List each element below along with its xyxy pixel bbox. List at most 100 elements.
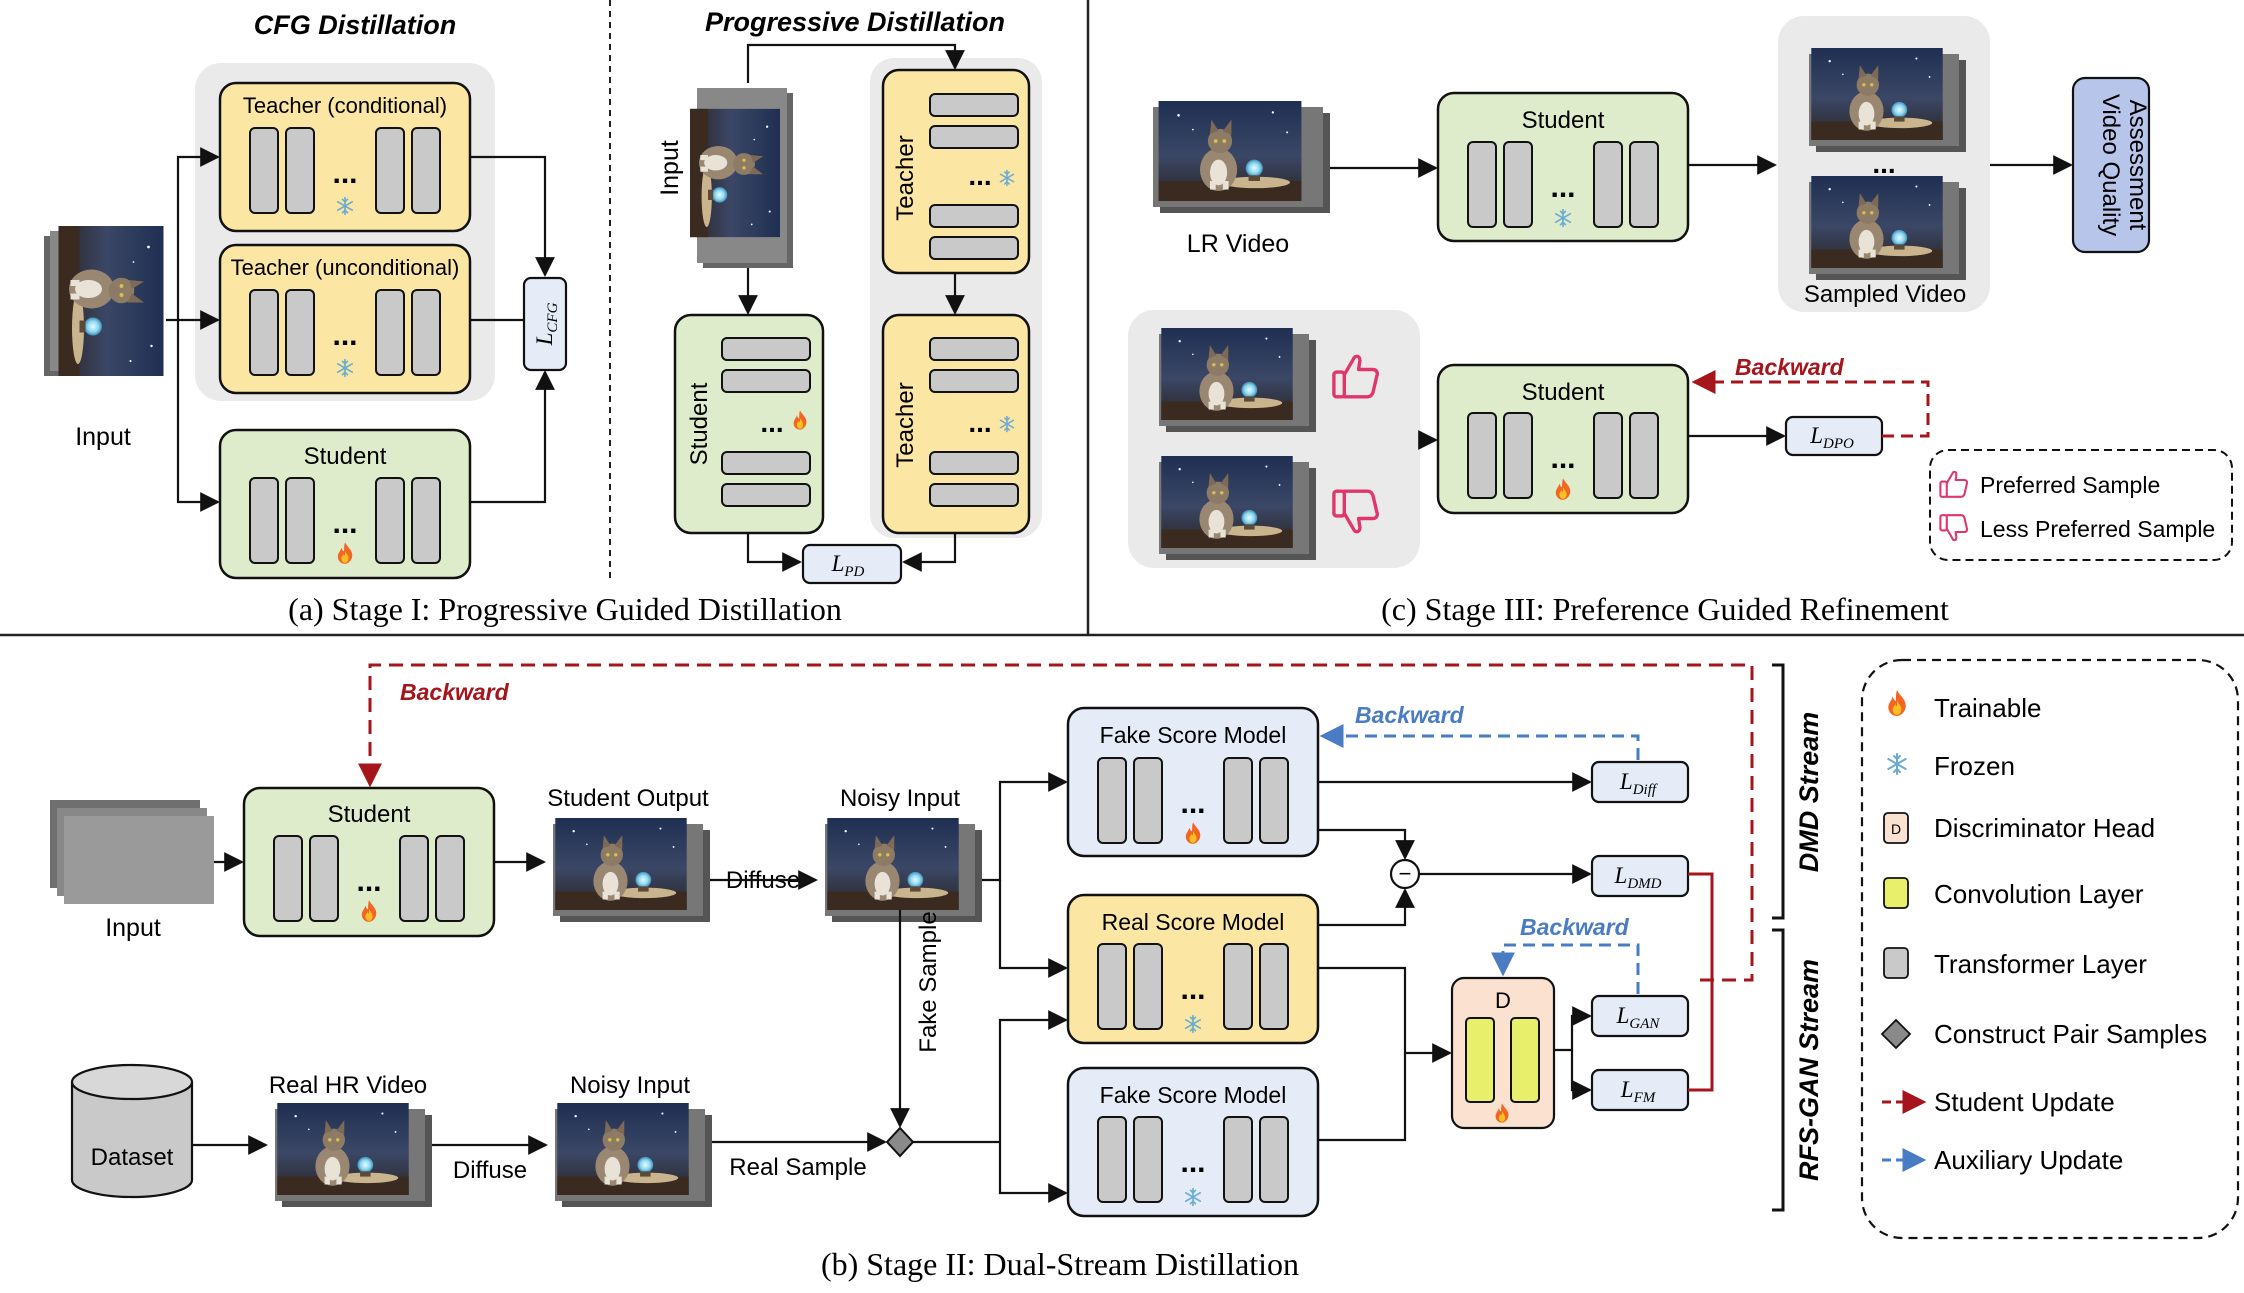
stage3-student-block-top: Student ...	[1436, 91, 1690, 243]
student-backward-arrow	[358, 663, 1754, 982]
fake-score-model-label: Fake Score Model	[1100, 722, 1287, 748]
preferred-sample-label: Preferred Sample	[1980, 472, 2160, 498]
legend-conv: Convolution Layer	[1934, 879, 2144, 909]
cfg-distillation-title: CFG Distillation	[254, 10, 457, 40]
stage3-top-arrows	[1330, 155, 2073, 178]
stage2-student-block: Student ...	[242, 786, 496, 938]
fake-score-model-bottom: Fake Score Model ...	[1066, 1066, 1320, 1218]
rfs-gan-stream-bracket	[1772, 928, 1785, 1212]
teacher-conditional-block: Teacher (conditional) ...	[218, 81, 472, 233]
layer-ellipsis: ...	[1180, 973, 1205, 1006]
fake-sample-label: Fake Sample	[915, 911, 942, 1052]
legend-aux-update: Auxiliary Update	[1934, 1145, 2123, 1175]
sampled-video-label: Sampled Video	[1804, 281, 1966, 308]
noisy-input-stack-2	[555, 1103, 712, 1207]
stage2-student-label: Student	[328, 801, 411, 828]
legend-disc-swatch	[1883, 812, 1909, 844]
legend-pair: Construct Pair Samples	[1934, 1019, 2207, 1049]
noisy-input-label-1: Noisy Input	[840, 785, 960, 812]
loss-dmd-label: LDMD	[1614, 863, 1662, 892]
teacher-unconditional-label: Teacher (unconditional)	[231, 255, 460, 280]
aux-backward-label-2: Backward	[1520, 914, 1630, 940]
legend-pair-diamond	[1880, 1018, 1912, 1050]
real-hr-video-stack	[275, 1103, 432, 1207]
cfg-student-block: Student ...	[218, 428, 472, 580]
dataset-cylinder	[70, 1063, 194, 1199]
cat-video-thumbnail	[277, 1103, 409, 1195]
cat-video-thumbnail	[1161, 456, 1293, 548]
layer-ellipsis: ...	[332, 157, 357, 190]
pd-teacher-block-1: Teacher ...	[881, 68, 1031, 275]
teacher-unconditional-block: Teacher (unconditional) ...	[218, 243, 472, 395]
preference-legend	[1929, 449, 2233, 561]
cat-video-thumbnail	[827, 818, 959, 910]
pd-student-block: Student ...	[673, 313, 825, 535]
fake-score-model-top: Fake Score Model ...	[1066, 706, 1320, 858]
sampled-video-stack-top	[1809, 48, 1966, 152]
real-score-model-label: Real Score Model	[1102, 909, 1285, 935]
sampled-video-ellipsis: ...	[1872, 148, 1895, 179]
stage2-caption: (b) Stage II: Dual-Stream Distillation	[821, 1246, 1299, 1282]
student-loss-bracket	[1688, 872, 1714, 1092]
real-sample-label: Real Sample	[729, 1154, 866, 1181]
dpo-backward-label: Backward	[1735, 354, 1845, 380]
legend-box	[1860, 658, 2240, 1240]
noisy-input-stack-1	[825, 818, 982, 922]
loss-pd-label: LPD	[831, 551, 865, 580]
subtract-symbol: −	[1399, 861, 1412, 886]
layer-ellipsis: ...	[332, 507, 357, 540]
pd-arrows	[738, 43, 965, 572]
lr-video-stack	[1153, 101, 1330, 213]
pd-teacher-block-2: Teacher ...	[881, 313, 1031, 535]
discriminator-label: D	[1495, 988, 1511, 1013]
dmd-stream-label: DMD Stream	[1794, 712, 1824, 873]
progressive-distillation-title: Progressive Distillation	[705, 7, 1005, 37]
stage2-input-label: Input	[105, 914, 161, 942]
layer-ellipsis: ...	[968, 407, 991, 438]
legend-trainable: Trainable	[1934, 693, 2041, 723]
loss-dpo-label: LDPO	[1809, 423, 1854, 452]
legend-student-update: Student Update	[1934, 1087, 2115, 1117]
dmd-stream-bracket	[1772, 663, 1785, 920]
pd-input-image-stack	[690, 88, 793, 268]
loss-gan-label: LGAN	[1616, 1003, 1661, 1032]
stage2-arrows	[192, 772, 1592, 1203]
diffuse-label-2: Diffuse	[453, 1157, 527, 1184]
pd-student-label: Student	[686, 382, 713, 465]
stage2-input-stack	[50, 800, 214, 904]
stage3-caption: (c) Stage III: Preference Guided Refinem…	[1381, 591, 1949, 627]
loss-gan-box	[1590, 994, 1690, 1038]
loss-cfg-box	[522, 276, 568, 372]
layer-ellipsis: ...	[1180, 1146, 1205, 1179]
pd-teacher-label: Teacher	[892, 135, 919, 220]
layer-ellipsis: ...	[968, 160, 991, 191]
legend-transformer: Transformer Layer	[1934, 949, 2147, 979]
rfs-gan-stream-label: RFS-GAN Stream	[1794, 959, 1824, 1181]
noisy-input-label-2: Noisy Input	[570, 1072, 690, 1099]
cfg-input-image-stack	[44, 226, 164, 376]
aux-backward-arrow-2	[1491, 943, 1640, 994]
vqa-label-line1: Video Quality	[2097, 94, 2124, 236]
cat-video-thumbnail	[555, 818, 687, 910]
preferred-sample-stack	[1159, 328, 1316, 432]
loss-cfg-label: LCFG	[532, 302, 561, 346]
layer-ellipsis: ...	[1550, 171, 1575, 204]
stage3-student-label: Student	[1522, 107, 1605, 134]
stage3-student-label: Student	[1522, 379, 1605, 406]
loss-diff-box	[1590, 760, 1690, 804]
layer-ellipsis: ...	[1180, 787, 1205, 820]
student-backward-label: Backward	[400, 679, 510, 705]
aux-backward-arrow-1	[1319, 724, 1640, 760]
dpo-backward-arrow	[1691, 370, 1930, 438]
aux-backward-label-1: Backward	[1355, 702, 1465, 728]
loss-diff-label: LDiff	[1619, 769, 1658, 798]
real-score-model: Real Score Model ...	[1066, 893, 1320, 1045]
layer-ellipsis: ...	[1550, 442, 1575, 475]
loss-fm-label: LFM	[1620, 1077, 1657, 1106]
stage3-student-block-bottom: Student ...	[1436, 363, 1690, 515]
student-output-stack	[553, 818, 710, 922]
stage3-bottom-arrows	[1418, 426, 1786, 450]
real-hr-video-label: Real HR Video	[269, 1072, 427, 1099]
layer-ellipsis: ...	[356, 865, 381, 898]
